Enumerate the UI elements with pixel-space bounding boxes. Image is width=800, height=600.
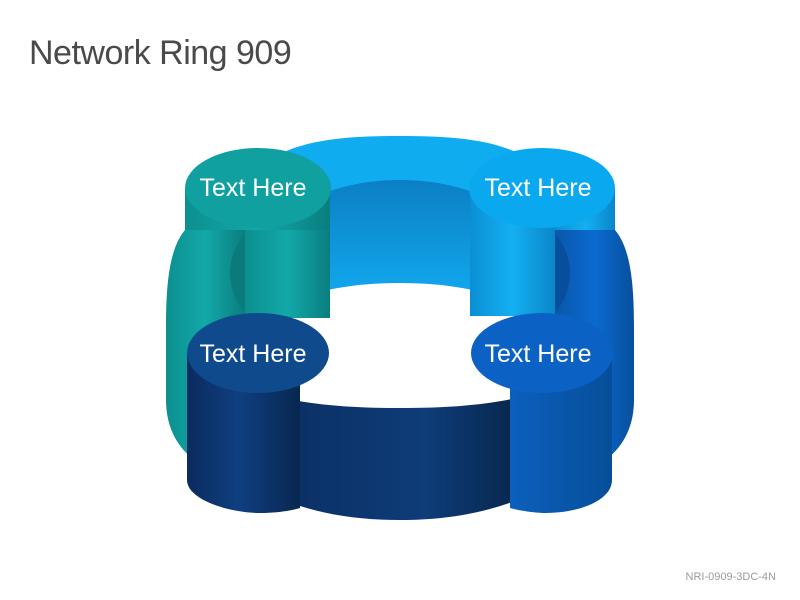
node-top-left-cap	[185, 148, 331, 228]
node-top-right-cap	[469, 148, 615, 228]
node-top-left[interactable]: Text Here	[185, 148, 331, 318]
node-top-right[interactable]: Text Here	[469, 148, 615, 316]
page-title: Network Ring 909	[29, 34, 292, 72]
node-bottom-right-cap	[471, 313, 613, 393]
node-bottom-left[interactable]: Text Here	[187, 313, 329, 513]
node-top-right-label: Text Here	[485, 174, 592, 202]
node-bottom-right[interactable]: Text Here	[471, 313, 613, 513]
diagram-code: NRI-0909-3DC-4N	[685, 571, 776, 583]
node-bottom-left-cap	[187, 313, 329, 393]
node-bottom-right-label: Text Here	[485, 340, 592, 368]
node-top-left-label: Text Here	[200, 174, 307, 202]
node-bottom-left-label: Text Here	[200, 340, 307, 368]
